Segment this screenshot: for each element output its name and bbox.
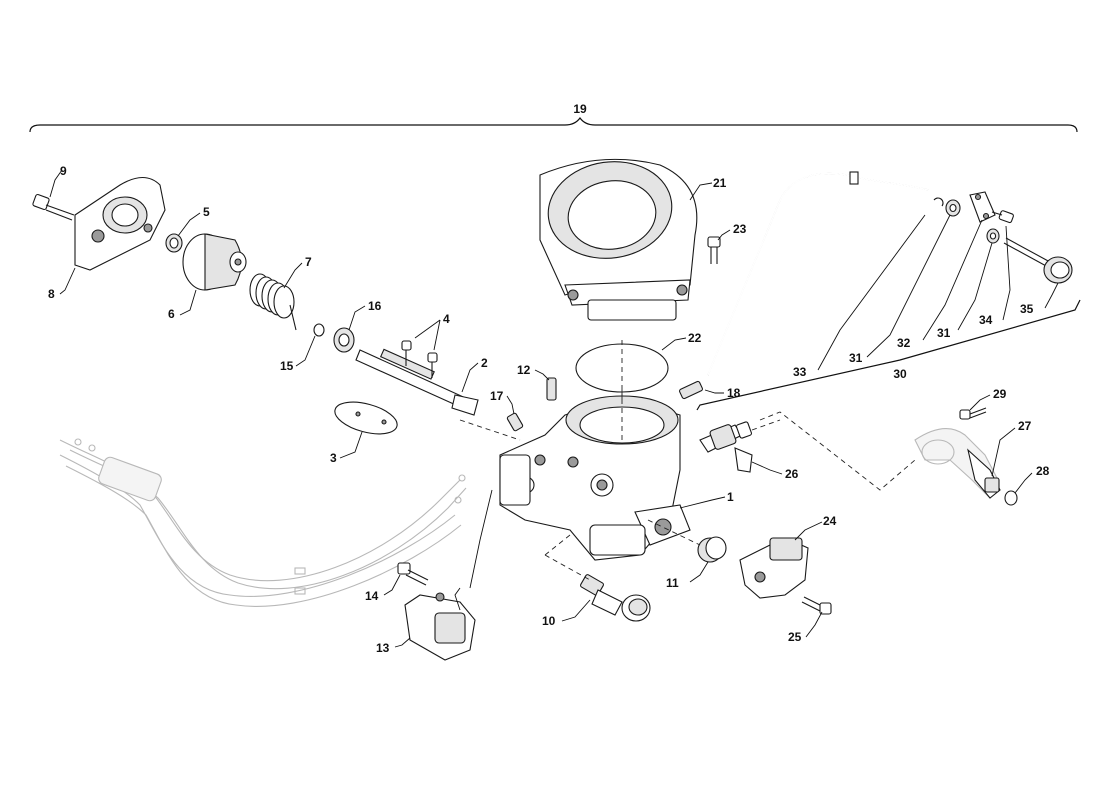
part-12-grub-screw[interactable] bbox=[546, 377, 557, 401]
callout-25[interactable]: 25 bbox=[788, 630, 802, 644]
part-8-cover[interactable] bbox=[74, 176, 166, 271]
callout-19[interactable]: 19 bbox=[573, 102, 587, 116]
callout-31-upper[interactable]: 31 bbox=[937, 326, 951, 340]
part-25-screw[interactable] bbox=[801, 596, 832, 615]
callout-1[interactable]: 1 bbox=[727, 490, 734, 504]
callout-16[interactable]: 16 bbox=[368, 299, 382, 313]
part-9-screw[interactable] bbox=[32, 193, 75, 221]
callout-31-lower[interactable]: 31 bbox=[849, 351, 863, 365]
part-2-shaft[interactable] bbox=[355, 348, 479, 416]
part-28-o-ring[interactable] bbox=[1004, 490, 1018, 506]
callout-28[interactable]: 28 bbox=[1036, 464, 1050, 478]
callout-10[interactable]: 10 bbox=[542, 614, 556, 628]
callout-18[interactable]: 18 bbox=[727, 386, 741, 400]
part-35-adjuster[interactable] bbox=[1003, 237, 1073, 284]
part-18-grub-screw[interactable] bbox=[679, 380, 703, 400]
callout-32[interactable]: 32 bbox=[897, 336, 911, 350]
throttle-cables-ghost bbox=[59, 438, 467, 607]
callout-labels: 9 8 5 6 7 15 16 4 2 3 12 17 18 21 23 22 … bbox=[48, 164, 1050, 655]
part-7-spring[interactable] bbox=[249, 273, 297, 331]
part-24-sensor[interactable] bbox=[739, 537, 809, 599]
part-6-pulley[interactable] bbox=[182, 233, 247, 291]
part-17-grub-screw[interactable] bbox=[506, 412, 524, 432]
part-33-hose[interactable] bbox=[707, 171, 929, 376]
callout-27[interactable]: 27 bbox=[1018, 419, 1032, 433]
callout-8[interactable]: 8 bbox=[48, 287, 55, 301]
callout-24[interactable]: 24 bbox=[823, 514, 837, 528]
callout-15[interactable]: 15 bbox=[280, 359, 294, 373]
callout-21[interactable]: 21 bbox=[713, 176, 727, 190]
part-15-circlip[interactable] bbox=[313, 323, 325, 337]
part-4-screws[interactable] bbox=[401, 340, 438, 378]
callout-11[interactable]: 11 bbox=[666, 576, 679, 590]
callout-29[interactable]: 29 bbox=[993, 387, 1007, 401]
part-27-fitting[interactable] bbox=[914, 428, 1001, 499]
callout-34[interactable]: 34 bbox=[979, 313, 993, 327]
callout-13[interactable]: 13 bbox=[376, 641, 390, 655]
part-14-screw[interactable] bbox=[397, 562, 429, 586]
callout-9[interactable]: 9 bbox=[60, 164, 67, 178]
part-23-screw[interactable] bbox=[707, 236, 721, 264]
callout-7[interactable]: 7 bbox=[305, 255, 312, 269]
part-29-screw[interactable] bbox=[959, 407, 987, 420]
callout-3[interactable]: 3 bbox=[330, 451, 337, 465]
callout-4[interactable]: 4 bbox=[443, 312, 450, 326]
assembly-brace-30: 30 bbox=[696, 299, 1081, 411]
callout-2[interactable]: 2 bbox=[481, 356, 488, 370]
callout-12[interactable]: 12 bbox=[517, 363, 531, 377]
part-31-washer-a[interactable] bbox=[945, 199, 961, 217]
part-5-bushing[interactable] bbox=[165, 233, 183, 253]
callout-5[interactable]: 5 bbox=[203, 205, 210, 219]
callout-33[interactable]: 33 bbox=[793, 365, 807, 379]
callout-30[interactable]: 30 bbox=[893, 367, 907, 381]
reference-lines bbox=[459, 340, 916, 581]
part-16-bearing[interactable] bbox=[333, 327, 355, 353]
callout-35[interactable]: 35 bbox=[1020, 302, 1034, 316]
callout-26[interactable]: 26 bbox=[785, 467, 799, 481]
leader-lines bbox=[49, 169, 1059, 648]
callout-22[interactable]: 22 bbox=[688, 331, 702, 345]
part-13-sensor[interactable] bbox=[404, 592, 476, 661]
part-1-throttle-body[interactable] bbox=[499, 395, 691, 561]
part-31-washer-b[interactable] bbox=[986, 228, 1000, 244]
callout-23[interactable]: 23 bbox=[733, 222, 747, 236]
part-11-sleeve[interactable] bbox=[697, 536, 727, 563]
part-clip bbox=[933, 197, 944, 207]
callout-17[interactable]: 17 bbox=[490, 389, 504, 403]
callout-14[interactable]: 14 bbox=[365, 589, 379, 603]
part-10-sensor[interactable] bbox=[580, 574, 651, 622]
part-3-throttle-plate[interactable] bbox=[331, 396, 400, 440]
assembly-brace-19: 19 bbox=[29, 102, 1078, 133]
part-21-intake-funnel[interactable] bbox=[539, 154, 698, 321]
part-32-plate[interactable] bbox=[969, 191, 996, 223]
part-34-screw[interactable] bbox=[991, 210, 1014, 224]
part-26-injector[interactable] bbox=[699, 421, 753, 473]
callout-6[interactable]: 6 bbox=[168, 307, 175, 321]
